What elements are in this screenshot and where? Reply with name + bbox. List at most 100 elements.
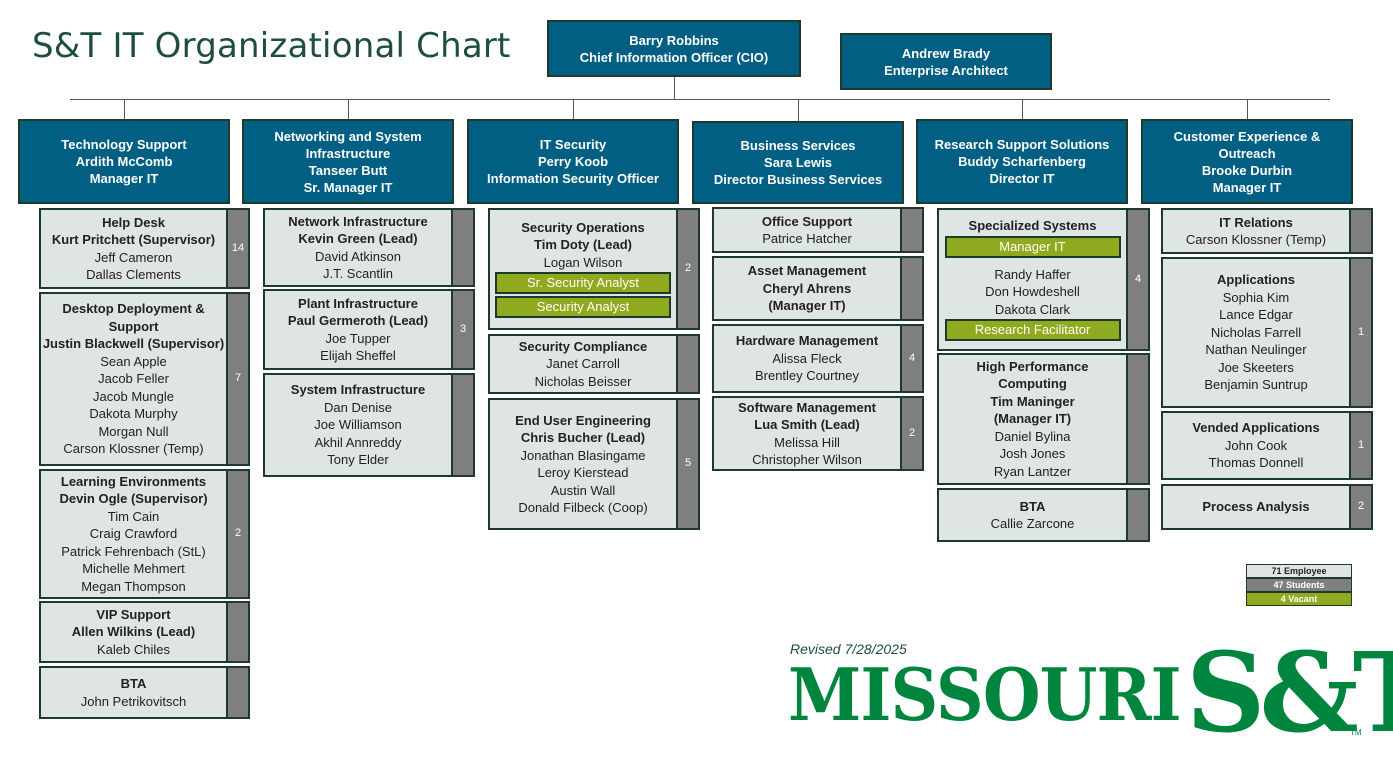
revised-date: Revised 7/28/2025	[790, 641, 907, 657]
team-title: Office Support	[761, 213, 853, 229]
dept-line: Buddy Scharfenberg	[958, 154, 1086, 169]
team-lead: Justin Blackwell (Supervisor)	[42, 336, 225, 352]
team-system-infrastructure: System Infrastructure Dan Denise Joe Wil…	[263, 373, 475, 477]
student-count: 2	[676, 210, 698, 328]
team-member: Dakota Clark	[994, 301, 1071, 317]
team-member: Josh Jones	[999, 446, 1066, 462]
team-lead: Kevin Green (Lead)	[298, 231, 418, 246]
architect-box: Andrew Brady Enterprise Architect	[840, 33, 1052, 90]
team-member: Megan Thompson	[81, 578, 186, 594]
dept-line: Perry Koob	[537, 154, 609, 169]
team-member: Carson Klossner (Temp)	[63, 441, 204, 457]
team-lead: Devin Ogle (Supervisor)	[59, 491, 208, 507]
team-member: Jacob Feller	[98, 371, 169, 387]
student-count: 4	[1126, 210, 1148, 349]
team-member: Akhil Annreddy	[314, 434, 402, 450]
team-hardware-management: Hardware Management Alissa Fleck Brentle…	[712, 324, 924, 393]
missouri-wordmark: MISSOURI	[788, 652, 1182, 737]
team-member: Logan Wilson	[543, 254, 623, 270]
team-member: Ryan Lantzer	[993, 463, 1072, 479]
student-count: 3	[451, 291, 473, 368]
team-member: Thomas Donnell	[1208, 455, 1304, 471]
student-count	[226, 668, 248, 717]
team-title: Desktop Deployment &	[62, 301, 205, 317]
legend-vacant: 4 Vacant	[1246, 592, 1352, 606]
team-title: Security Compliance	[518, 338, 648, 354]
student-count	[900, 209, 922, 251]
team-it-relations: IT Relations Carson Klossner (Temp)	[1161, 208, 1373, 254]
dept-line: Technology Support	[61, 137, 187, 152]
team-member: Patrick Fehrenbach (StL)	[61, 543, 206, 559]
connector-dept-1	[124, 99, 125, 119]
dept-line: Director Business Services	[713, 172, 883, 187]
team-title: BTA	[1019, 498, 1046, 514]
student-count: 4	[900, 326, 922, 391]
team-member: Patrice Hatcher	[762, 231, 852, 246]
team-lead: Paul Germeroth (Lead)	[287, 313, 429, 328]
connector-dept-5	[1022, 99, 1023, 119]
team-member: Jonathan Blasingame	[520, 447, 646, 463]
team-asset-management: Asset Management Cheryl Ahrens (Manager …	[712, 256, 924, 321]
team-title: Computing	[998, 376, 1067, 392]
architect-role: Enterprise Architect	[884, 62, 1008, 78]
team-lead: Tim Doty (Lead)	[534, 237, 632, 253]
dept-line: Business Services	[740, 138, 856, 153]
team-title: VIP Support	[96, 606, 171, 622]
team-member: Morgan Null	[98, 423, 169, 439]
team-member: Nathan Neulinger	[1205, 342, 1307, 358]
team-title: Process Analysis	[1202, 499, 1310, 515]
dept-line: Brooke Durbin	[1201, 162, 1293, 178]
connector-dept-2	[348, 99, 349, 119]
team-member: Elijah Sheffel	[320, 348, 396, 363]
team-member: Dan Denise	[324, 399, 392, 415]
connector-dept-4	[798, 99, 799, 121]
student-count	[226, 603, 248, 661]
team-applications: Applications Sophia Kim Lance Edgar Nich…	[1161, 257, 1373, 408]
legend-students: 47 Students	[1246, 578, 1352, 592]
team-member: John Petrikovitsch	[80, 693, 187, 709]
team-lead: Kurt Pritchett (Supervisor)	[51, 232, 216, 247]
cio-name: Barry Robbins	[629, 32, 719, 48]
team-vip-support: VIP Support Allen Wilkins (Lead) Kaleb C…	[39, 601, 250, 663]
student-count	[900, 258, 922, 319]
team-member: Kaleb Chiles	[97, 641, 170, 657]
team-member: John Cook	[1224, 437, 1288, 453]
student-count	[1126, 355, 1148, 483]
team-member: Dallas Clements	[86, 267, 181, 282]
team-lead: Chris Bucher (Lead)	[520, 430, 646, 445]
team-software-management: Software Management Lua Smith (Lead) Mel…	[712, 396, 924, 471]
team-title: Support	[108, 318, 159, 334]
dept-line: Tanseer Butt	[308, 162, 388, 178]
team-title: System Infrastructure	[290, 382, 426, 398]
team-vended-applications: Vended Applications John Cook Thomas Don…	[1161, 411, 1373, 480]
team-office-support: Office Support Patrice Hatcher	[712, 207, 924, 253]
student-count: 14	[226, 210, 248, 287]
architect-name: Andrew Brady	[901, 45, 991, 61]
team-security-compliance: Security Compliance Janet Carroll Nichol…	[488, 334, 700, 394]
team-desktop-deployment: Desktop Deployment & Support Justin Blac…	[39, 292, 250, 466]
team-title: High Performance	[976, 358, 1089, 374]
dept-line: Sr. Manager IT	[303, 179, 393, 195]
dept-line: Ardith McComb	[75, 154, 173, 169]
team-member: Alissa Fleck	[772, 350, 842, 366]
team-member: Donald Filbeck (Coop)	[518, 500, 648, 515]
team-specialized-systems: Specialized Systems Manager IT Randy Haf…	[937, 208, 1150, 351]
st-logo-mark: S&T	[1186, 628, 1393, 757]
team-title: Software Management	[738, 399, 876, 415]
team-member: Leroy Kierstead	[537, 465, 629, 480]
dept-line: IT Security	[539, 137, 607, 152]
team-member: J.T. Scantlin	[322, 266, 394, 281]
team-plant-infrastructure: Plant Infrastructure Paul Germeroth (Lea…	[263, 289, 475, 370]
team-help-desk: Help Desk Kurt Pritchett (Supervisor) Je…	[39, 208, 250, 289]
team-member: Janet Carroll	[546, 356, 620, 372]
team-member: Joe Tupper	[325, 330, 391, 346]
dept-line: Customer Experience &	[1173, 128, 1321, 144]
team-member: Callie Zarcone	[990, 516, 1075, 531]
student-count: 2	[226, 471, 248, 597]
team-member: Brentley Courtney	[754, 368, 860, 384]
team-member: Don Howdeshell	[985, 284, 1080, 299]
team-member: Joe Skeeters	[1218, 359, 1294, 375]
team-title: Learning Environments	[60, 473, 207, 489]
student-count	[676, 336, 698, 392]
team-network-infrastructure: Network Infrastructure Kevin Green (Lead…	[263, 208, 475, 287]
